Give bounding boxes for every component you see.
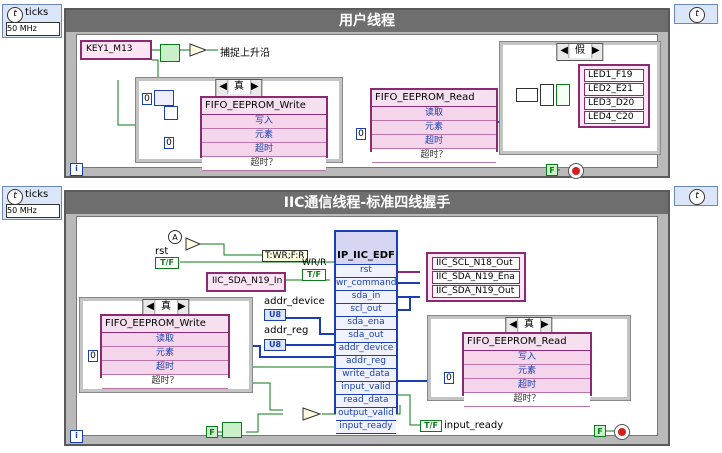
addr-reg-label: addr_reg [264, 325, 309, 336]
info-icon: i [70, 430, 83, 443]
fifo-write-node[interactable]: FIFO_EEPROM_Write 读取 元素 超时 超时？ [100, 314, 230, 389]
timeout-constant[interactable]: 0 [356, 128, 366, 140]
feedback-node [160, 44, 180, 62]
stop-button-icon[interactable] [568, 163, 584, 179]
zero-constant[interactable]: 0 [142, 93, 152, 105]
clock-icon: t [689, 189, 705, 205]
loop-title: 用户线程 [66, 10, 668, 32]
rst-label: rst [155, 246, 169, 257]
iic-output-indicators[interactable]: IIC_SCL_N18_Out IIC_SDA_N19_Ena IIC_SDA_… [426, 252, 526, 302]
fifo-read-title: FIFO_EEPROM_Read [372, 90, 496, 107]
feedback-node [222, 422, 242, 438]
timed-loop-header-2: t ticks 50 MHz [2, 186, 62, 220]
timed-loop-header-1: t ticks 50 MHz [2, 4, 62, 38]
case-selector[interactable]: ◀真▶ [142, 299, 190, 317]
wr-bool-control[interactable]: T/F [302, 269, 326, 281]
case-selector[interactable]: ◀真▶ [215, 79, 263, 97]
info-icon: i [70, 163, 83, 176]
clock-rate-control[interactable]: 50 MHz [6, 22, 60, 36]
shift-register-icon [164, 106, 178, 120]
stop-button-icon[interactable] [614, 424, 630, 440]
case-selector[interactable]: ◀真▶ [505, 317, 553, 335]
wr-r-label: WR/R [302, 258, 327, 268]
sda-in-control[interactable]: IIC_SDA_N19_In [206, 272, 286, 292]
ticks-label: ticks [25, 189, 49, 200]
clock-rate-control[interactable]: 50 MHz [6, 204, 60, 218]
timeout-constant[interactable]: 0 [164, 137, 174, 149]
bool-array-icon [556, 84, 570, 106]
edge-capture-label: 捕捉上升沿 [220, 48, 270, 59]
sda-ena-indicator: IIC_SDA_N19_Ena [432, 271, 520, 284]
led-indicator-3: LED3_D20 [584, 97, 644, 110]
false-constant[interactable]: F [546, 164, 558, 176]
timed-loop-right-2: t [674, 186, 718, 206]
increment-icon [154, 90, 174, 106]
led-indicator-2: LED2_E21 [584, 83, 644, 96]
addr-device-control[interactable]: U8 [264, 309, 286, 321]
scl-out-indicator: IIC_SCL_N18_Out [432, 257, 520, 270]
fifo-write-title: FIFO_EEPROM_Write [202, 98, 326, 115]
fifo-write-title: FIFO_EEPROM_Write [102, 316, 228, 333]
unbundle-icon [540, 84, 554, 106]
rst-node-icon: A [168, 230, 182, 244]
led-indicators[interactable]: LED1_F19 LED2_E21 LED3_D20 LED4_C20 [578, 64, 650, 128]
input-ready-indicator[interactable]: T/F [420, 420, 442, 432]
sda-out-indicator: IIC_SDA_N19_Out [432, 285, 520, 298]
key-input-control[interactable]: KEY1_M13 [80, 40, 152, 60]
case-selector[interactable]: ◀假▶ [556, 43, 604, 61]
ticks-label: ticks [25, 7, 49, 18]
addr-device-label: addr_device [264, 296, 325, 307]
timed-loop-right-1: t [674, 4, 718, 24]
fifo-read-node[interactable]: FIFO_EEPROM_Read 写入 元素 超时 超时？ [462, 332, 592, 407]
timeout-constant[interactable]: 0 [88, 350, 98, 362]
false-constant[interactable]: F [206, 426, 218, 438]
fifo-read-title: FIFO_EEPROM_Read [464, 334, 590, 351]
clock-icon: t [689, 7, 705, 23]
led-indicator-4: LED4_C20 [584, 111, 644, 124]
false-constant[interactable]: F [594, 425, 606, 437]
array-index-icon [516, 88, 538, 102]
iic-ip-node[interactable]: IP_IIC_EDF rst wr_command sda_in scl_out… [334, 230, 398, 434]
led-indicator-1: LED1_F19 [584, 69, 644, 82]
rst-bool-control[interactable]: T/F [155, 257, 179, 269]
timeout-constant[interactable]: 0 [444, 372, 454, 384]
input-ready-label: input_ready [444, 420, 504, 431]
wr-mode-label: T:WR;F:R [262, 250, 308, 262]
addr-reg-control[interactable]: U8 [264, 339, 286, 351]
fifo-write-node[interactable]: FIFO_EEPROM_Write 写入 元素 超时 超时？ [200, 96, 328, 171]
loop-title: IIC通信线程-标准四线握手 [66, 192, 668, 214]
fifo-read-node[interactable]: FIFO_EEPROM_Read 读取 元素 超时 超时？ [370, 88, 498, 163]
ip-title: IP_IIC_EDF [336, 232, 396, 265]
